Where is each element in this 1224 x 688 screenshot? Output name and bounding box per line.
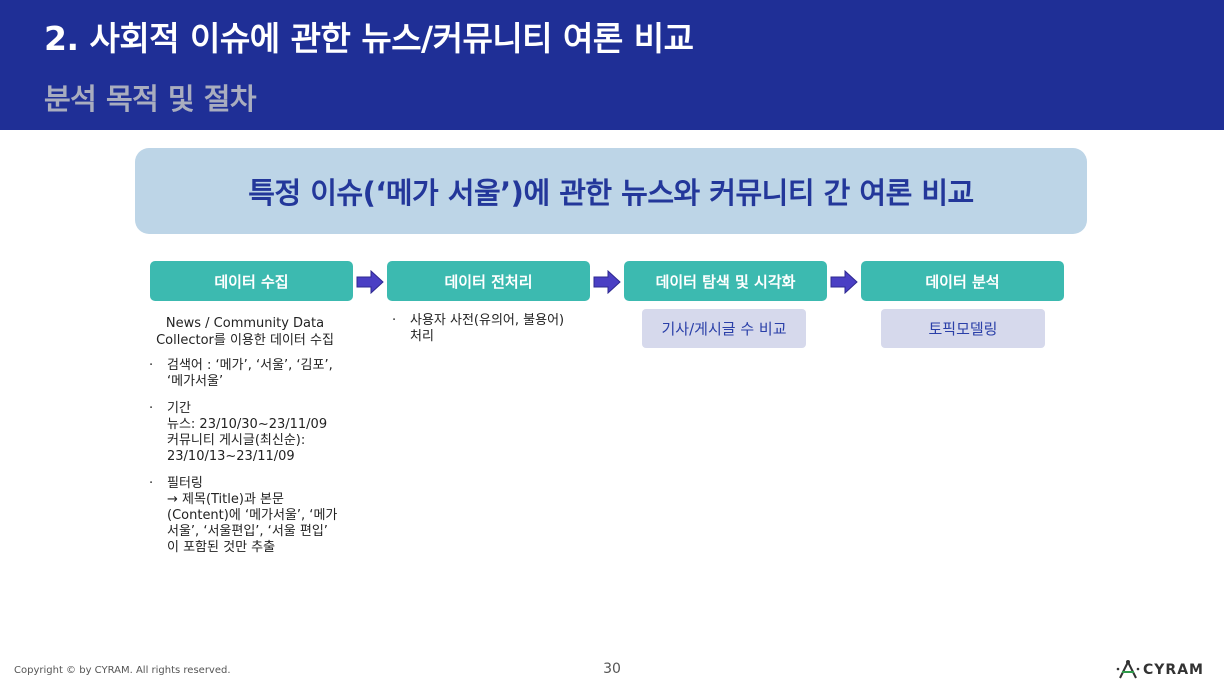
page-subtitle: 분석 목적 및 절차: [44, 82, 257, 116]
arrow-right-icon: [593, 270, 621, 294]
bullet-icon: ·: [149, 401, 154, 416]
list-item: · 사용자 사전(유의어, 불용어) 처리: [392, 313, 564, 345]
collection-intro-line: Collector를 이용한 데이터 수집: [156, 333, 334, 348]
bullet-line: 23/10/13~23/11/09: [167, 449, 295, 464]
bullet-line: 처리: [410, 329, 434, 344]
bullet-line: 서울’, ‘서울편입’, ‘서울 편입’: [167, 524, 328, 539]
exploration-detail-box: 기사/게시글 수 비교: [642, 309, 806, 348]
bullet-line: 검색어 : ‘메가’, ‘서울’, ‘김포’,: [167, 358, 333, 373]
header-bar: 2. 사회적 이슈에 관한 뉴스/커뮤니티 여론 비교 분석 목적 및 절차: [0, 0, 1224, 130]
step-data-exploration: 데이터 탐색 및 시각화: [624, 261, 827, 301]
bullet-line: 기간: [167, 401, 191, 416]
collection-intro-line: News / Community Data: [165, 316, 325, 331]
bullet-line: 사용자 사전(유의어, 불용어): [410, 313, 565, 328]
preprocessing-bullet-list: · 사용자 사전(유의어, 불용어) 처리: [392, 313, 564, 345]
bullet-line: 필터링: [167, 476, 203, 491]
step-data-collection: 데이터 수집: [150, 261, 353, 301]
bullet-line: → 제목(Title)과 본문: [167, 492, 284, 507]
bullet-line: 커뮤니티 게시글(최신순):: [167, 433, 306, 448]
collection-bullet-list: · 검색어 : ‘메가’, ‘서울’, ‘김포’, ‘메가서울’ · 기간 뉴스…: [149, 358, 337, 567]
page-title: 2. 사회적 이슈에 관한 뉴스/커뮤니티 여론 비교: [44, 19, 694, 58]
copyright-text: Copyright © by CYRAM. All rights reserve…: [14, 665, 231, 676]
bullet-line: ‘메가서울’: [167, 374, 224, 389]
collection-intro: News / Community Data Collector를 이용한 데이터…: [150, 315, 340, 349]
step-data-preprocessing: 데이터 전처리: [387, 261, 590, 301]
logo-text: CYRAM: [1143, 662, 1204, 678]
bullet-icon: ·: [149, 476, 154, 491]
banner-text: 특정 이슈(‘메가 서울’)에 관한 뉴스와 커뮤니티 간 여론 비교: [248, 176, 974, 210]
bullet-line: (Content)에 ‘메가서울’, ‘메가: [167, 508, 338, 523]
page-number: 30: [603, 661, 621, 677]
cyram-logo: CYRAM: [1116, 660, 1204, 680]
step-data-analysis: 데이터 분석: [861, 261, 1064, 301]
bullet-icon: ·: [149, 358, 154, 373]
arrow-right-icon: [830, 270, 858, 294]
list-item: · 기간 뉴스: 23/10/30~23/11/09 커뮤니티 게시글(최신순)…: [149, 401, 337, 465]
cyram-logo-icon: [1116, 660, 1140, 679]
topic-banner: 특정 이슈(‘메가 서울’)에 관한 뉴스와 커뮤니티 간 여론 비교: [135, 148, 1087, 234]
list-item: · 검색어 : ‘메가’, ‘서울’, ‘김포’, ‘메가서울’: [149, 358, 337, 390]
arrow-right-icon: [356, 270, 384, 294]
bullet-icon: ·: [392, 313, 397, 328]
analysis-detail-box: 토픽모델링: [881, 309, 1045, 348]
bullet-line: 이 포함된 것만 추출: [167, 540, 276, 555]
list-item: · 필터링 → 제목(Title)과 본문 (Content)에 ‘메가서울’,…: [149, 476, 337, 556]
bullet-line: 뉴스: 23/10/30~23/11/09: [167, 417, 328, 432]
